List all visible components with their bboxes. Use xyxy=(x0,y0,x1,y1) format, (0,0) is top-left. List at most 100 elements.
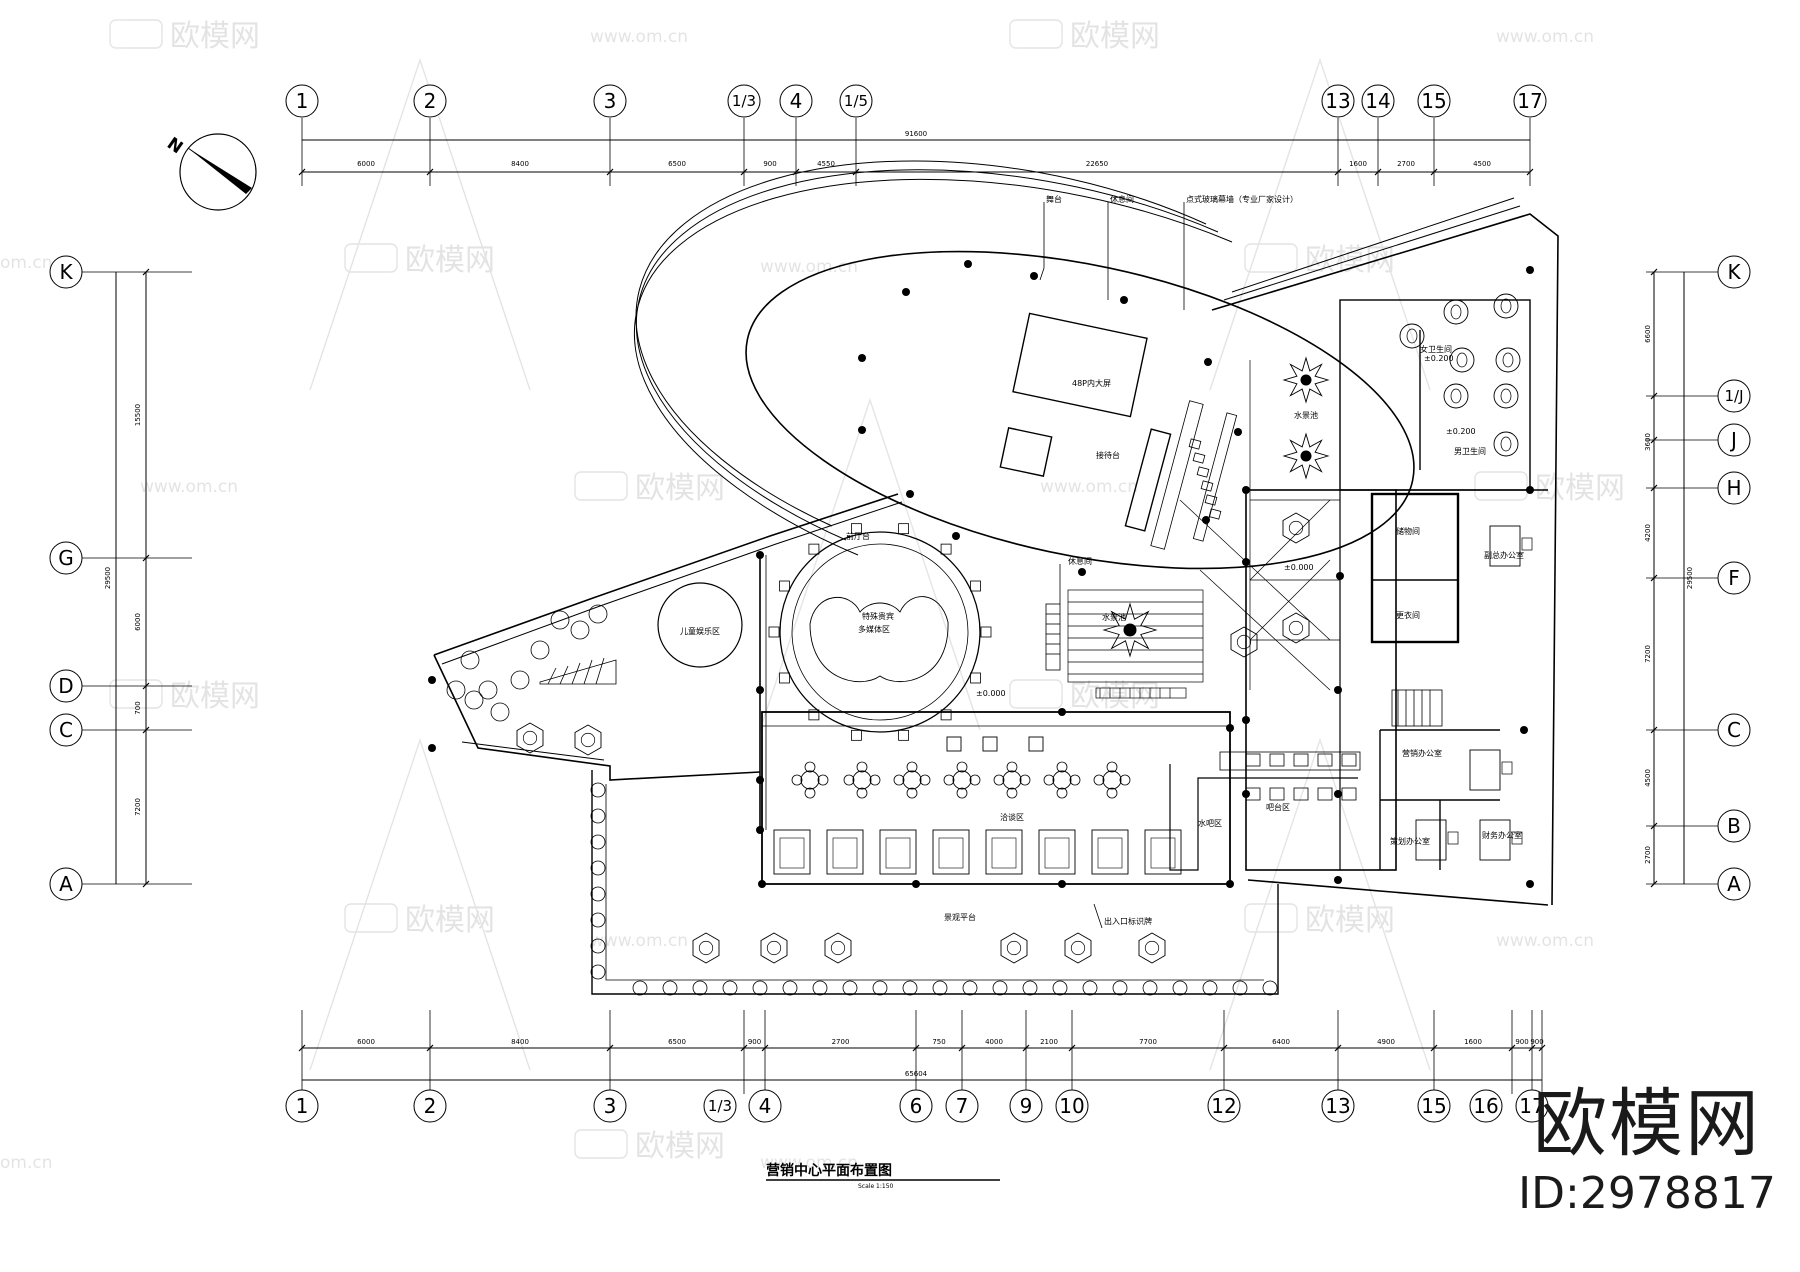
grid-top-axis-4-circle xyxy=(779,84,813,118)
grid-top-dim: 1600 xyxy=(1349,160,1367,168)
grid-top-tick xyxy=(298,168,306,176)
bar-stool xyxy=(1245,753,1261,767)
office-desk xyxy=(1415,819,1447,861)
brand-badge: 欧模网 ID:2978817 xyxy=(1512,1082,1782,1232)
label-rest-mid: 休息间 xyxy=(1068,556,1092,566)
shrub xyxy=(1262,980,1278,996)
toilet-bowl xyxy=(1500,436,1512,452)
grid-right-dim: 2700 xyxy=(1644,846,1652,864)
shrub xyxy=(590,860,606,876)
grid-top-dim: 900 xyxy=(763,160,776,168)
grid-bottom-axis-7: 9 xyxy=(1020,1094,1033,1118)
planter-tree-inner xyxy=(698,940,714,956)
shrub xyxy=(530,640,550,660)
brand-id: ID:2978817 xyxy=(1518,1168,1776,1219)
column xyxy=(1204,358,1212,366)
label-glass-wall: 点式玻璃幕墙（专业厂家设计） xyxy=(1186,194,1298,204)
shrub xyxy=(722,980,738,996)
chair xyxy=(856,787,868,799)
shrub xyxy=(590,886,606,902)
chair xyxy=(843,774,855,786)
grid-right-axis-7-circle xyxy=(1717,867,1751,901)
shrub xyxy=(842,980,858,996)
office-chair xyxy=(1521,537,1533,551)
grid-top-axis-7: 14 xyxy=(1365,89,1390,113)
label-sales-office: 营销办公室 xyxy=(1402,748,1442,758)
kids-area-circle xyxy=(657,582,743,668)
restroom-block xyxy=(1339,299,1531,491)
office-chair xyxy=(1447,831,1459,845)
vip-chair xyxy=(851,523,862,535)
watermark-logo-text: 欧模网 xyxy=(405,243,495,278)
grid-top-tick xyxy=(606,168,614,176)
vip-chair xyxy=(851,729,862,741)
planter-tree xyxy=(692,932,720,964)
grid-top-axis-0-circle xyxy=(285,84,319,118)
watermark-url: www.om.cn xyxy=(1496,27,1594,47)
grid-bottom-axis-3: 1/3 xyxy=(708,1097,732,1115)
toilet-bowl xyxy=(1450,304,1462,320)
grid-bottom-tick xyxy=(298,1044,306,1052)
palm-tree-core xyxy=(1300,374,1312,386)
grid-top-axis-1: 2 xyxy=(424,89,437,113)
shrub xyxy=(872,980,888,996)
shrub xyxy=(932,980,948,996)
grid-left-tick xyxy=(142,554,150,562)
grid-bottom-axis-6-circle xyxy=(945,1089,979,1123)
reception-chair xyxy=(1200,480,1214,492)
grid-top-axis-2: 3 xyxy=(604,89,617,113)
chair xyxy=(956,787,968,799)
toilet-bowl xyxy=(1406,328,1418,344)
building-walls xyxy=(433,160,1559,995)
watermark-logo-icon xyxy=(1009,19,1063,49)
planter-tree xyxy=(824,932,852,964)
label-level-3: ±0.000 xyxy=(976,689,1006,698)
grid-bottom-tick xyxy=(1022,1044,1030,1052)
shrub xyxy=(902,980,918,996)
grid-bottom-dim: 6400 xyxy=(1272,1038,1290,1046)
chair xyxy=(1106,787,1118,799)
north-label: N xyxy=(163,134,186,159)
watermark-layer: 欧模网欧模网欧模网欧模网欧模网欧模网欧模网欧模网欧模网欧模网欧模网www.om.… xyxy=(0,19,1625,1173)
planter-tree-inner xyxy=(1006,940,1022,956)
drawing-title: 营销中心平面布置图 xyxy=(766,1163,892,1179)
watermark-logo-text: 欧模网 xyxy=(1305,903,1395,938)
watermark-logo-icon xyxy=(344,243,398,273)
chair xyxy=(993,774,1005,786)
grid-bottom-dim: 750 xyxy=(932,1038,945,1046)
furniture xyxy=(428,260,1534,996)
grid-bottom-tick xyxy=(1334,1044,1342,1052)
grid-bottom-dim: 7700 xyxy=(1139,1038,1157,1046)
watermark-logo-icon xyxy=(1009,679,1063,709)
toilet xyxy=(1399,323,1425,349)
label-stage: 舞台 xyxy=(1046,194,1062,204)
grid-bottom-dim: 900 xyxy=(748,1038,761,1046)
stair xyxy=(1045,603,1061,671)
grid-right-dim: 7200 xyxy=(1644,645,1652,663)
grid-top-axis-9: 17 xyxy=(1517,89,1542,113)
shrub xyxy=(1022,980,1038,996)
planter-tree xyxy=(1064,932,1092,964)
grid-right-axis-2: J xyxy=(1729,428,1737,452)
grid-right-tick xyxy=(1650,726,1658,734)
vip-chair xyxy=(779,580,790,592)
sofa-curve xyxy=(809,596,949,683)
grid-bottom-tick xyxy=(1068,1044,1076,1052)
grid-left-dim: 6000 xyxy=(134,613,142,631)
grid-bottom-axis-6: 7 xyxy=(956,1094,969,1118)
grid-top-axis-4: 4 xyxy=(790,89,803,113)
toilet-bowl xyxy=(1502,352,1514,368)
column xyxy=(1242,558,1250,566)
vip-area-circle xyxy=(779,531,981,733)
chair xyxy=(1006,787,1018,799)
grid-right-dim: 4500 xyxy=(1644,769,1652,787)
grid-left-dim: 700 xyxy=(134,701,142,714)
grid-bottom-tick xyxy=(606,1044,614,1052)
planter-tree-inner xyxy=(766,940,782,956)
grid-left-tick xyxy=(142,682,150,690)
chair xyxy=(919,774,931,786)
round-table xyxy=(902,770,922,790)
column xyxy=(1526,880,1534,888)
